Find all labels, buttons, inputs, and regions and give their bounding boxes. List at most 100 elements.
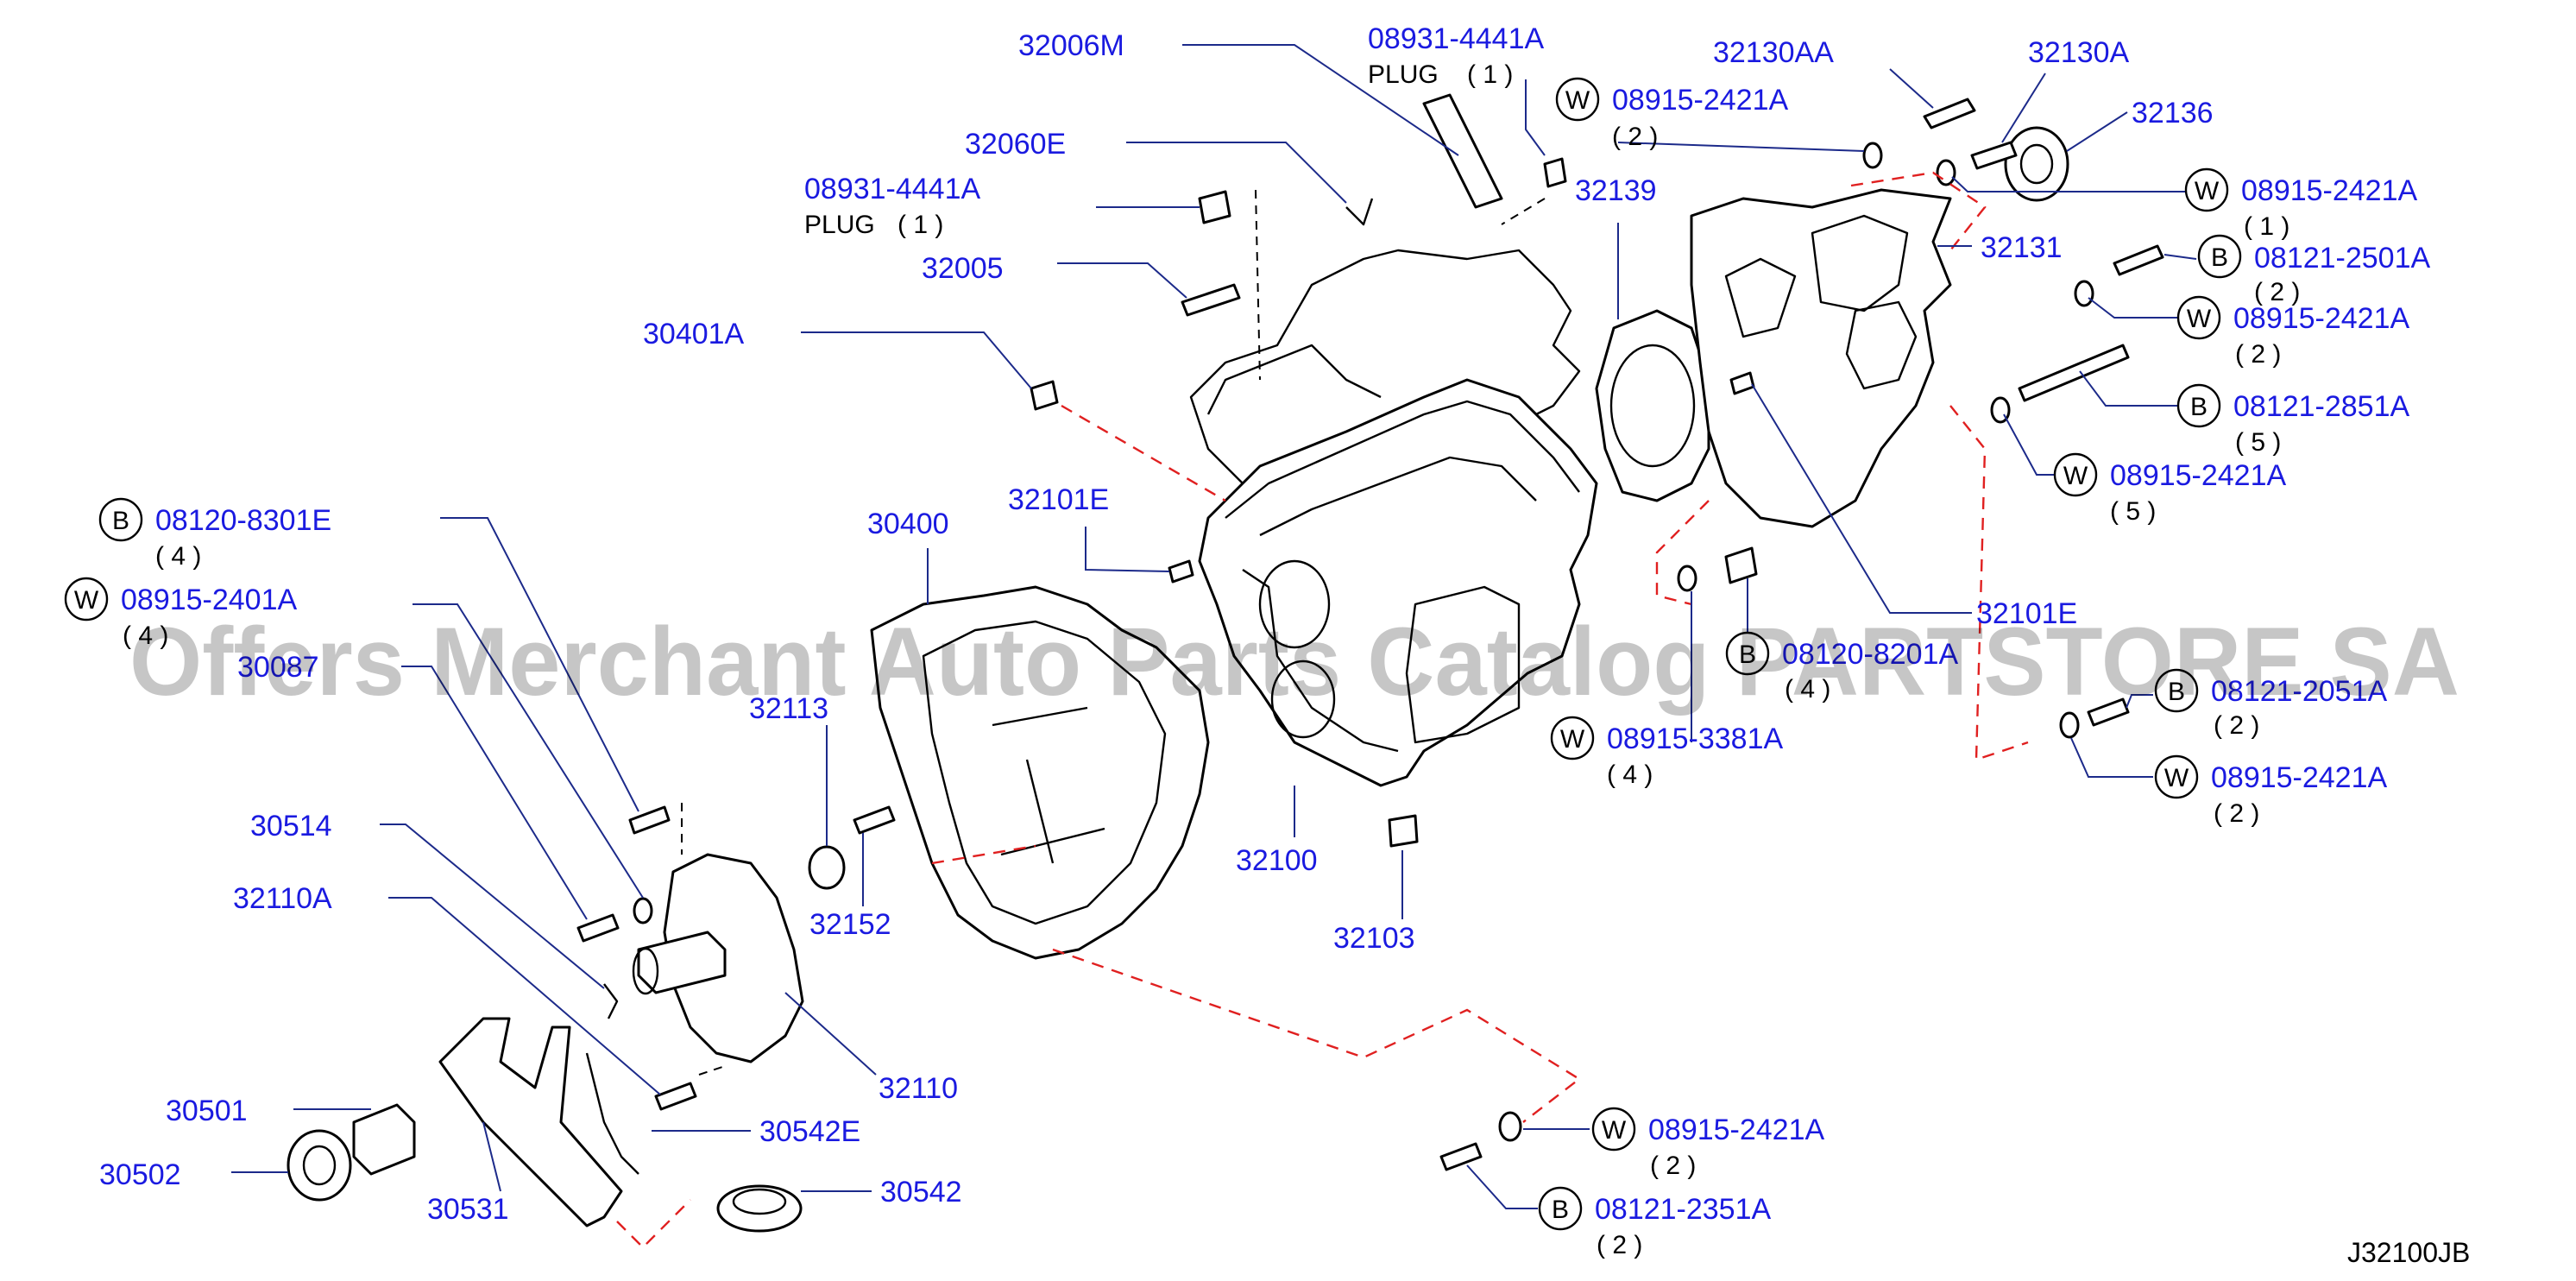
leader-08121-2351A (1466, 1164, 1538, 1209)
release-bearing-30502[interactable] (287, 1129, 352, 1202)
badge-08121-2351A: B (1552, 1196, 1569, 1224)
washer-08915-2421A-c (2074, 280, 2094, 307)
washer-08915-3381A (1677, 565, 1697, 592)
clutch-housing-30400[interactable] (870, 585, 1210, 960)
bolt-08121-2851A (2018, 344, 2130, 402)
withdrawal-lever-30531[interactable] (438, 1017, 623, 1227)
badge-08915-2421A-c: W (2187, 305, 2212, 333)
rear-extension-rib (1724, 257, 1797, 338)
oil-seal-32113[interactable] (808, 845, 846, 890)
label-08121-2851A: 08121-2851A (2233, 390, 2410, 423)
bolt-30087 (576, 913, 620, 943)
badge-circle-08915-2421A-e (2154, 754, 2199, 799)
leader-32136 (2066, 111, 2128, 152)
dowel-32101E-a (1168, 559, 1194, 584)
bolt-32130A (1970, 141, 2018, 170)
label-08931-4441A-left: 08931-4441A (804, 173, 981, 205)
label-08121-2501A: 08121-2501A (2254, 242, 2431, 274)
leader-30401A (801, 331, 1032, 389)
clip-32060E (1345, 198, 1374, 226)
label-32060E: 32060E (965, 128, 1066, 161)
oil-seal-32136[interactable] (2004, 126, 2069, 202)
clip-30514 (603, 983, 619, 1019)
label-30502: 30502 (99, 1158, 181, 1191)
rear-extension-32131[interactable] (1690, 188, 1952, 528)
qty-08915-2421A-c: ( 2 ) (2235, 340, 2281, 369)
front-cover-sleeve (637, 931, 727, 994)
clutch-housing-rib-3 (1025, 759, 1055, 864)
badge-circle-08915-3381A (1550, 716, 1595, 760)
leader-08121-2851A (2079, 370, 2183, 407)
badge-08915-2421A-b: W (2195, 177, 2220, 205)
guide-extension-right (1949, 405, 2029, 761)
note-plug-top: PLUG (1368, 60, 1439, 89)
leader-32110 (784, 992, 877, 1076)
qty-08121-2501A: ( 2 ) (2254, 278, 2300, 306)
leader-08121-2501A (2163, 254, 2197, 260)
badge-08120-8301E: B (112, 507, 129, 535)
label-08915-3381A: 08915-3381A (1607, 723, 1784, 755)
label-08121-2351A: 08121-2351A (1595, 1193, 1772, 1226)
badge-08121-2051A: B (2168, 678, 2185, 706)
transmission-case-32100[interactable] (1198, 378, 1598, 787)
return-spring-30542E[interactable] (585, 1052, 639, 1175)
badge-circle-08915-2421A-c (2176, 295, 2221, 340)
case-side-pan (1405, 585, 1521, 744)
label-30542: 30542 (880, 1176, 962, 1208)
label-32110: 32110 (879, 1072, 958, 1105)
qty-08931-4441A-left: ( 1 ) (898, 211, 943, 239)
adapter-plate-32139[interactable] (1595, 309, 1710, 502)
adapter-plate-bore (1609, 344, 1696, 468)
badge-circle-08915-2421A-f (1591, 1107, 1636, 1152)
dust-boot-30542[interactable] (716, 1184, 803, 1233)
badge-08121-2501A: B (2211, 243, 2228, 272)
plug-30401A (1030, 380, 1059, 411)
washer-08915-2401A (633, 897, 653, 924)
qty-08915-2421A-a: ( 2 ) (1612, 123, 1658, 151)
badge-circle-08915-2401A (64, 577, 109, 622)
guide-top-plug (1501, 198, 1546, 225)
qty-08120-8301E: ( 4 ) (155, 542, 201, 571)
rear-extension-boss (1845, 300, 1918, 390)
guide-lower-housing (1052, 948, 1582, 1123)
label-30400: 30400 (867, 508, 949, 540)
leader-32130A (2001, 73, 2046, 143)
leader-08915-2421A-c (2088, 297, 2183, 319)
label-30514: 30514 (250, 810, 332, 842)
leader-08120-8301E (440, 517, 639, 812)
label-08915-2421A-e: 08915-2421A (2211, 761, 2388, 794)
label-08121-2051A: 08121-2051A (2211, 675, 2388, 708)
label-08915-2421A-b: 08915-2421A (2241, 174, 2418, 207)
label-08915-2421A-a: 08915-2421A (1612, 84, 1789, 117)
leader-32101E-a (1085, 527, 1170, 572)
badge-circle-08121-2851A (2176, 383, 2221, 428)
bolt-32152 (853, 805, 896, 835)
sensor-32006M (1422, 93, 1503, 209)
guide-extension-to-washers (1850, 171, 1987, 251)
plug-08931-4441A-top (1543, 157, 1567, 188)
drain-plug-32103 (1388, 814, 1419, 848)
badge-circle-08120-8301E (98, 497, 143, 542)
qty-08915-2401A: ( 4 ) (123, 622, 168, 650)
label-08120-8301E: 08120-8301E (155, 504, 331, 537)
badge-08915-2421A-f: W (1602, 1116, 1627, 1145)
oil-seal-32136-inner (2019, 143, 2054, 185)
leader-32006M (1182, 44, 1459, 156)
label-32113: 32113 (749, 692, 828, 725)
qty-08915-2421A-b: ( 1 ) (2244, 212, 2289, 241)
label-30401A: 30401A (643, 318, 745, 350)
label-32100: 32100 (1236, 844, 1318, 877)
qty-08915-2421A-e: ( 2 ) (2214, 799, 2259, 828)
qty-08931-4441A-top: ( 1 ) (1467, 60, 1513, 89)
label-08915-2421A-c: 08915-2421A (2233, 302, 2410, 335)
qty-08121-2851A: ( 5 ) (2235, 428, 2281, 457)
release-sleeve-30501[interactable] (352, 1103, 416, 1176)
dust-boot-30542-rim (732, 1188, 787, 1215)
label-30501: 30501 (166, 1095, 248, 1127)
leader-lines (231, 44, 2197, 1209)
label-32130AA: 32130AA (1713, 36, 1834, 69)
label-08915-2421A-d: 08915-2421A (2110, 459, 2287, 492)
sensor-32005 (1181, 283, 1241, 317)
label-08915-2421A-f: 08915-2421A (1648, 1114, 1825, 1146)
